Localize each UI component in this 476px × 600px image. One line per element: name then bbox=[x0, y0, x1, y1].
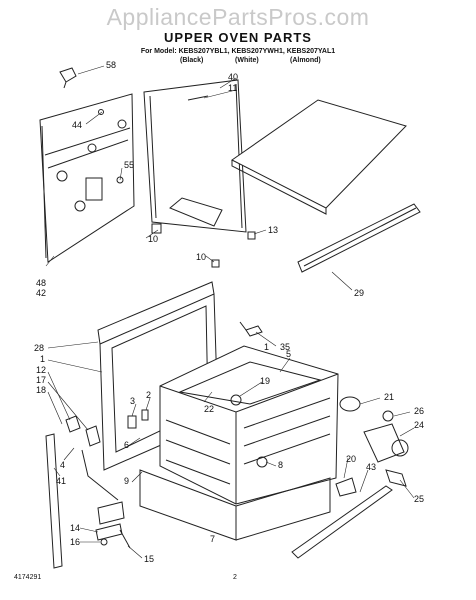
callout-5: 5 bbox=[286, 349, 291, 359]
callout-20: 20 bbox=[346, 454, 356, 464]
callout-4: 4 bbox=[60, 460, 65, 470]
callout-48: 48 bbox=[36, 278, 46, 288]
callout-1: 1 bbox=[264, 342, 269, 352]
callout-6: 6 bbox=[124, 440, 129, 450]
callout-22: 22 bbox=[204, 404, 214, 414]
part-hinge bbox=[95, 523, 131, 549]
callout-11: 11 bbox=[228, 83, 237, 93]
callout-1: 1 bbox=[40, 354, 45, 364]
callout-19: 19 bbox=[260, 376, 270, 386]
callout-13: 13 bbox=[268, 225, 278, 235]
callout-21: 21 bbox=[384, 392, 394, 402]
model-line: For Model: KEBS207YBL1, KEBS207YWH1, KEB… bbox=[140, 48, 336, 55]
callout-8: 8 bbox=[278, 460, 283, 470]
callout-2: 2 bbox=[146, 390, 151, 400]
callout-43: 43 bbox=[366, 462, 376, 472]
part-right-components bbox=[335, 396, 409, 497]
color-black: (Black) bbox=[180, 57, 204, 64]
callout-28: 28 bbox=[34, 343, 44, 353]
callout-9: 9 bbox=[124, 476, 129, 486]
callout-35: 35 bbox=[280, 342, 290, 352]
callout-55: 55 bbox=[124, 160, 134, 170]
callout-14: 14 bbox=[70, 523, 80, 533]
part-side-panel bbox=[143, 79, 256, 268]
part-7-bottom-tray bbox=[139, 469, 331, 541]
callout-7: 7 bbox=[210, 534, 215, 544]
document-number: 4174291 bbox=[14, 574, 42, 581]
part-left-components bbox=[45, 415, 125, 569]
callout-labels: 58 44 40 11 55 10 13 10 48 42 29 28 35 5… bbox=[34, 60, 424, 564]
callout-26: 26 bbox=[414, 406, 424, 416]
part-rear-panel bbox=[39, 93, 135, 263]
color-almond: (Almond) bbox=[290, 57, 321, 64]
part-29-rail bbox=[297, 203, 421, 273]
callout-17: 17 bbox=[36, 375, 46, 385]
callout-24: 24 bbox=[414, 420, 424, 430]
callout-15: 15 bbox=[144, 554, 154, 564]
page-number: 2 bbox=[233, 574, 237, 581]
diagram-title: UPPER OVEN PARTS bbox=[164, 30, 312, 45]
callout-16: 16 bbox=[70, 537, 80, 547]
callout-58: 58 bbox=[106, 60, 116, 70]
part-58-bracket bbox=[59, 67, 77, 89]
part-35-probe bbox=[239, 321, 263, 337]
color-white: (White) bbox=[235, 57, 259, 64]
callout-25: 25 bbox=[414, 494, 424, 504]
callout-10: 10 bbox=[196, 252, 206, 262]
callout-41: 41 bbox=[56, 476, 66, 486]
watermark: AppliancePartsPros.com bbox=[106, 4, 370, 30]
part-top-shelf bbox=[231, 99, 407, 215]
callout-leaders bbox=[45, 65, 415, 559]
callout-29: 29 bbox=[354, 288, 364, 298]
part-5-oven-cavity bbox=[159, 345, 339, 505]
callout-18: 18 bbox=[36, 385, 46, 395]
callout-3: 3 bbox=[130, 396, 135, 406]
callout-44: 44 bbox=[72, 120, 82, 130]
callout-42: 42 bbox=[36, 288, 46, 298]
callout-10: 10 bbox=[148, 234, 158, 244]
part-43-strip bbox=[291, 485, 393, 559]
callout-40: 40 bbox=[228, 72, 238, 82]
callout-12: 12 bbox=[36, 365, 46, 375]
